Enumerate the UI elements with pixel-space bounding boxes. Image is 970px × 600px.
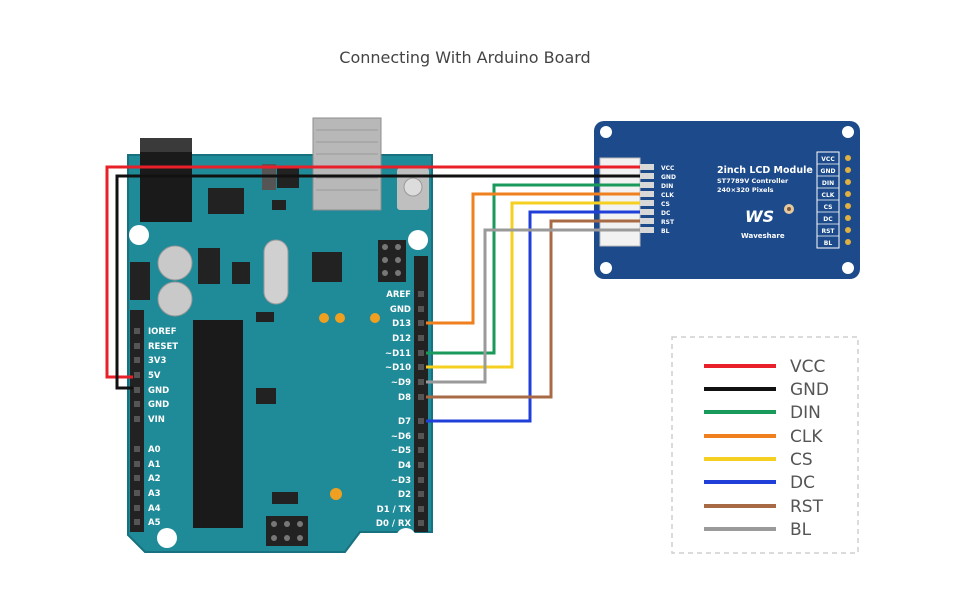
page-title: Connecting With Arduino Board bbox=[339, 48, 591, 67]
pin-label-a0: A0 bbox=[148, 445, 161, 455]
pin-label-d3: ~D3 bbox=[391, 476, 411, 486]
legend-label-gnd: GND bbox=[790, 380, 829, 400]
wire-dc bbox=[426, 210, 640, 423]
lcd-side-label-vcc: VCC bbox=[821, 156, 835, 163]
lcd-subtitle-pixels: 240×320 Pixels bbox=[717, 186, 774, 194]
wire-clk bbox=[426, 192, 640, 325]
pin-label-5v: 5V bbox=[148, 371, 161, 381]
pin-label-d12: D12 bbox=[392, 334, 411, 344]
pin-label-d4: D4 bbox=[398, 461, 411, 471]
pin-label-vin: VIN bbox=[148, 415, 165, 425]
lcd-conn-label-din: DIN bbox=[661, 183, 673, 190]
legend-label-bl: BL bbox=[790, 520, 812, 540]
wire-bl bbox=[426, 228, 640, 384]
pin-label-ioref: IOREF bbox=[148, 327, 177, 337]
lcd-module: VCC GND DIN CLK CS DC RST BL 2inch LCD M… bbox=[594, 121, 860, 279]
pin-label-d1: D1 / TX bbox=[377, 505, 412, 515]
pin-label-d0: D0 / RX bbox=[376, 519, 412, 529]
waveshare-logo: WS bbox=[745, 207, 774, 226]
pin-label-a1: A1 bbox=[148, 460, 161, 470]
pin-label-gnd-3: GND bbox=[390, 305, 411, 315]
wire-cs bbox=[426, 201, 640, 369]
pin-label-d11: ~D11 bbox=[385, 349, 411, 359]
atmega-chip bbox=[193, 320, 243, 528]
lcd-side-label-bl: BL bbox=[824, 240, 833, 247]
legend-label-rst: RST bbox=[790, 497, 824, 517]
pin-label-reset: RESET bbox=[148, 342, 178, 352]
lcd-conn-label-vcc: VCC bbox=[661, 165, 675, 172]
lcd-side-label-rst: RST bbox=[821, 228, 835, 235]
pin-label-d2: D2 bbox=[398, 490, 411, 500]
legend-label-clk: CLK bbox=[790, 427, 823, 447]
pin-label-gnd-1: GND bbox=[148, 386, 169, 396]
pin-label-d8: D8 bbox=[398, 393, 411, 403]
lcd-conn-label-dc: DC bbox=[661, 210, 671, 217]
wire-vcc bbox=[105, 165, 640, 379]
wires bbox=[105, 165, 640, 423]
pin-label-a2: A2 bbox=[148, 474, 161, 484]
crystal bbox=[263, 239, 289, 305]
lcd-side-label-din: DIN bbox=[822, 180, 834, 187]
usb-port bbox=[312, 117, 382, 211]
pin-label-a3: A3 bbox=[148, 489, 161, 499]
lcd-side-label-cs: CS bbox=[824, 204, 833, 211]
pin-label-a4: A4 bbox=[148, 504, 161, 514]
pin-label-aref: AREF bbox=[386, 290, 411, 300]
left-header-pins bbox=[134, 328, 140, 525]
legend-label-vcc: VCC bbox=[790, 357, 825, 377]
lcd-side-label-clk: CLK bbox=[822, 192, 835, 199]
pin-label-gnd-2: GND bbox=[148, 400, 169, 410]
lcd-conn-label-rst: RST bbox=[661, 219, 675, 226]
legend-label-dc: DC bbox=[790, 473, 815, 493]
pin-label-d7: D7 bbox=[398, 417, 411, 427]
wire-gnd bbox=[115, 174, 640, 390]
lcd-conn-label-gnd: GND bbox=[661, 174, 676, 181]
pin-label-d13: D13 bbox=[392, 319, 411, 329]
lcd-side-label-gnd: GND bbox=[821, 168, 836, 175]
pin-label-3v3: 3V3 bbox=[148, 356, 166, 366]
wire-din bbox=[426, 183, 640, 355]
lcd-side-label-dc: DC bbox=[823, 216, 833, 223]
pin-label-d6: ~D6 bbox=[391, 432, 411, 442]
legend-label-cs: CS bbox=[790, 450, 813, 470]
legend-label-din: DIN bbox=[790, 403, 821, 423]
legend: VCC GND DIN CLK CS DC RST BL bbox=[671, 336, 859, 554]
pin-label-d10: ~D10 bbox=[385, 363, 411, 373]
lcd-conn-label-cs: CS bbox=[661, 201, 670, 208]
arduino-board: IOREF RESET 3V3 5V GND GND VIN A0 A1 A2 … bbox=[127, 117, 433, 553]
lcd-brand: Waveshare bbox=[741, 232, 785, 240]
pin-label-a5: A5 bbox=[148, 518, 161, 528]
wire-rst bbox=[426, 219, 640, 399]
lcd-conn-label-clk: CLK bbox=[661, 192, 674, 199]
lcd-title: 2inch LCD Module bbox=[717, 165, 813, 176]
lcd-conn-label-bl: BL bbox=[661, 228, 670, 235]
pin-label-d9: ~D9 bbox=[391, 378, 411, 388]
pin-label-d5: ~D5 bbox=[391, 446, 411, 456]
lcd-subtitle-controller: ST7789V Controller bbox=[717, 177, 789, 185]
